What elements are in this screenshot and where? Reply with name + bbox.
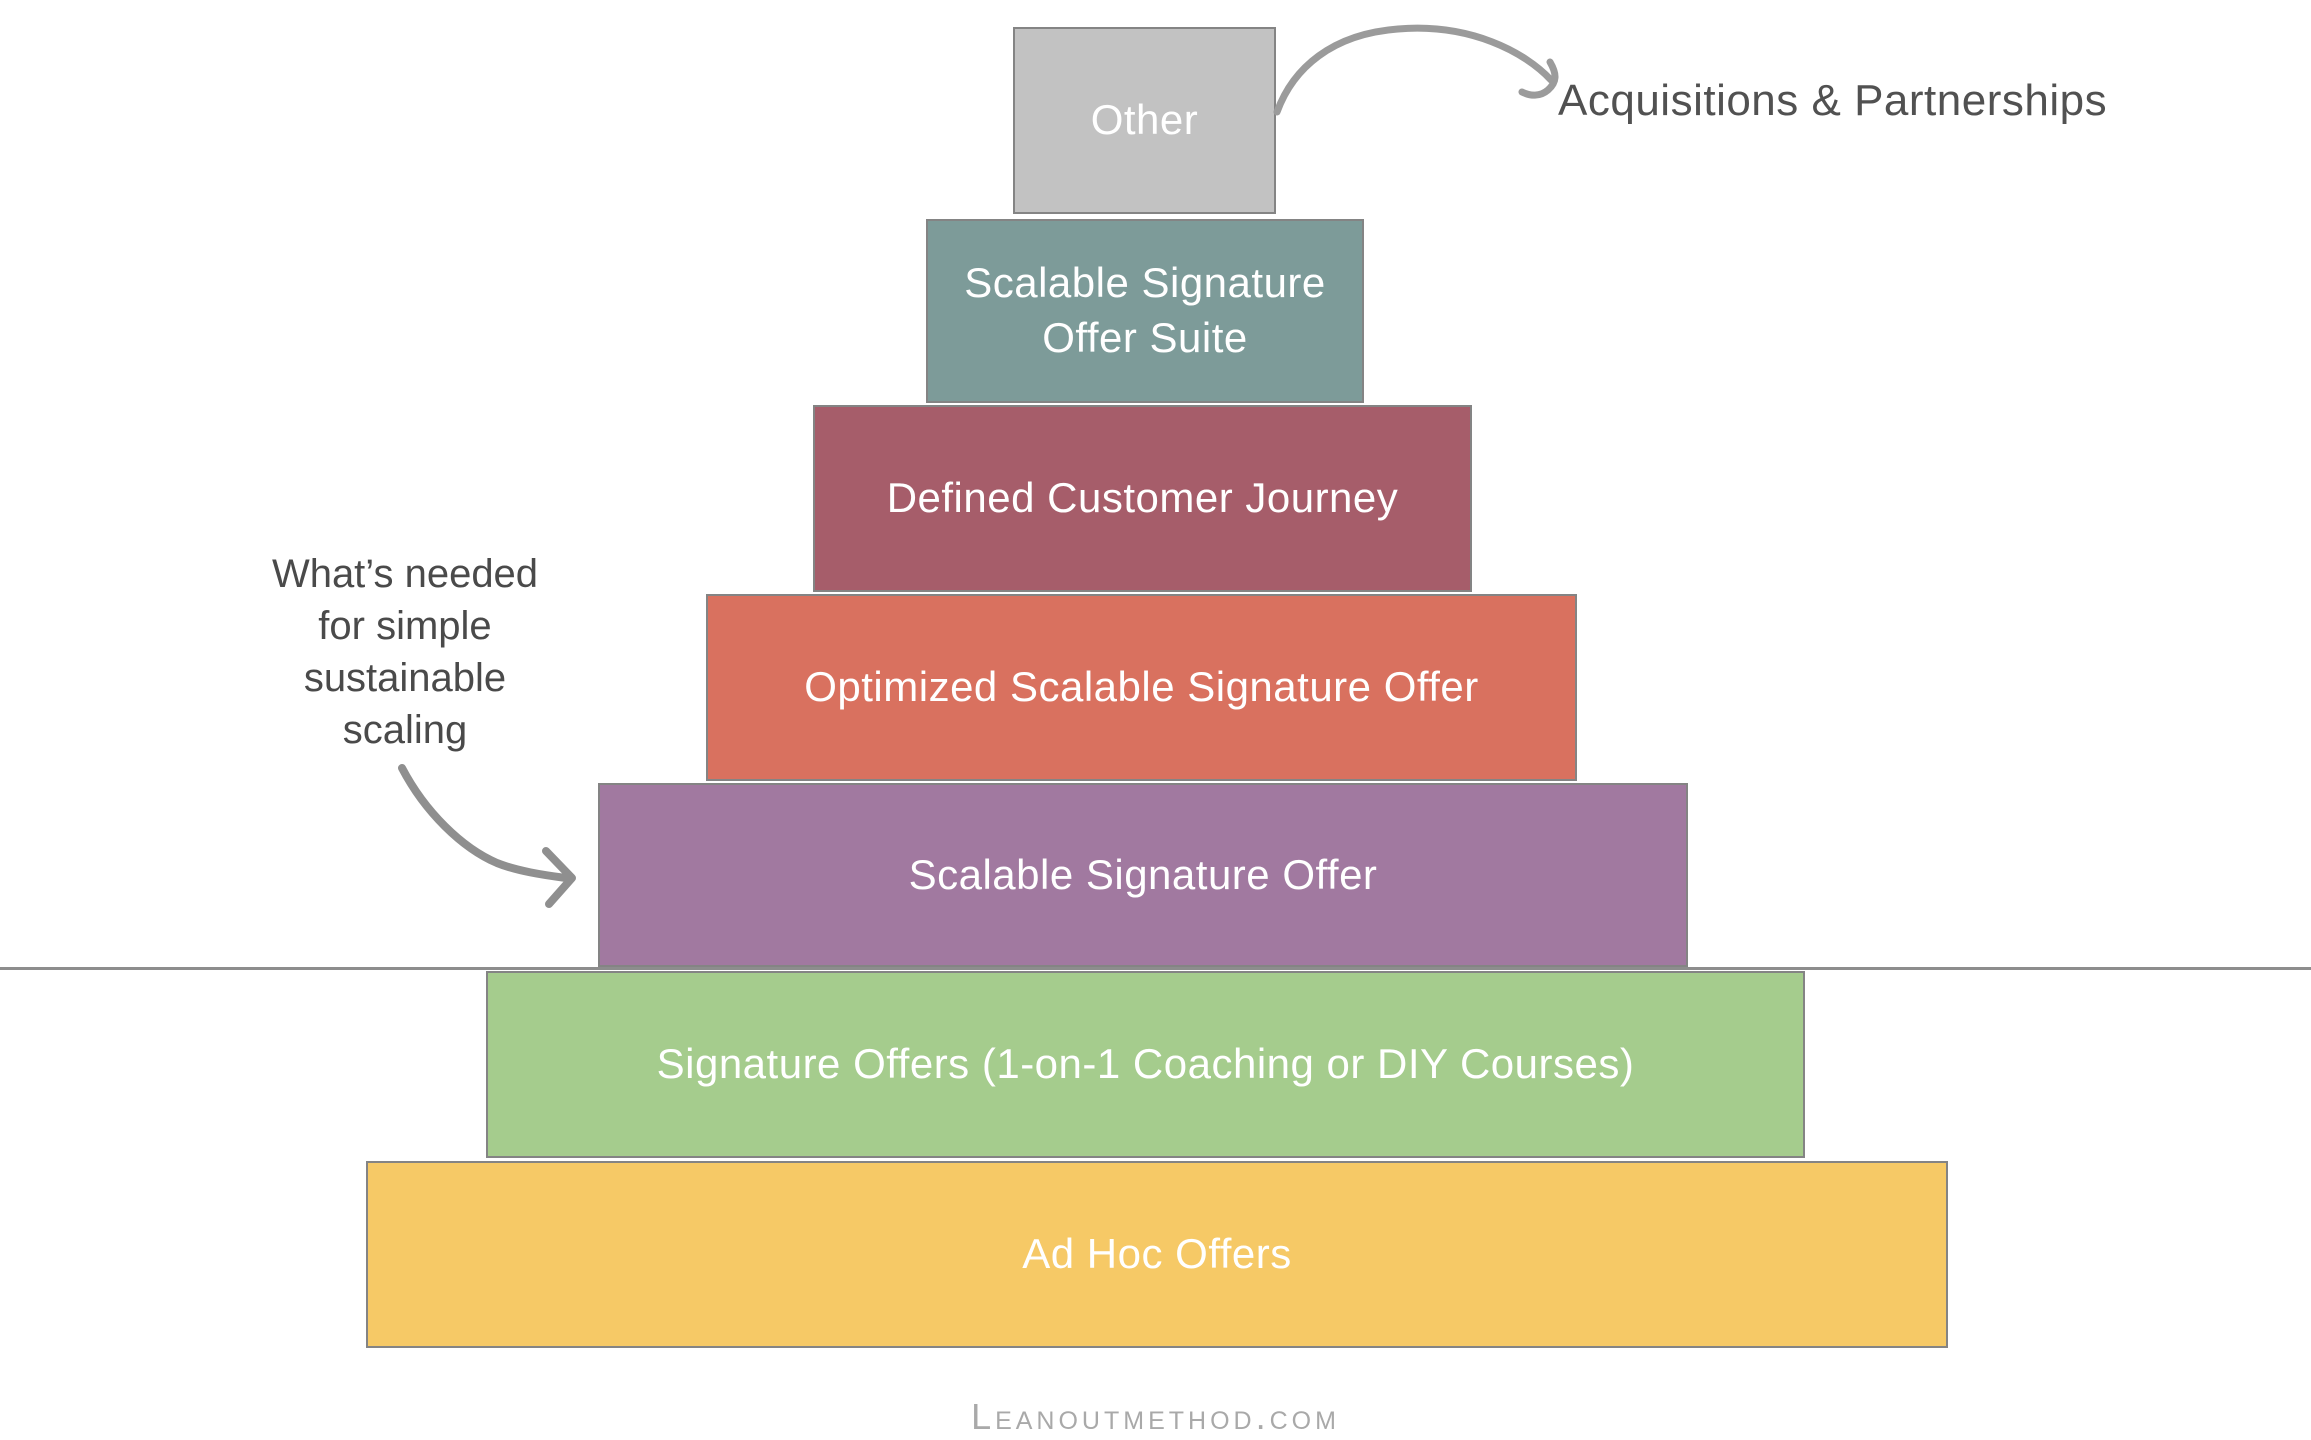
pyramid-level-other: Other bbox=[1013, 27, 1276, 214]
divider-line bbox=[0, 967, 2311, 970]
scaling-note-text: What’s needed for simple sustainable sca… bbox=[271, 552, 539, 752]
pyramid-level-scalable-signature-offer-suite: Scalable Signature Offer Suite bbox=[926, 219, 1364, 403]
pyramid-level-label: Signature Offers (1-on-1 Coaching or DIY… bbox=[656, 1040, 1635, 1088]
pyramid-level-label: Ad Hoc Offers bbox=[1022, 1230, 1292, 1278]
pyramid-level-signature-offers: Signature Offers (1-on-1 Coaching or DIY… bbox=[486, 971, 1805, 1158]
scaling-arrow-icon bbox=[398, 764, 576, 908]
pyramid-level-label: Optimized Scalable Signature Offer bbox=[804, 663, 1479, 711]
footer-watermark: Leanoutmethod.com bbox=[971, 1396, 1340, 1437]
pyramid-level-label: Scalable Signature Offer bbox=[908, 850, 1378, 898]
pyramid-level-label: Scalable Signature Offer Suite bbox=[964, 259, 1326, 361]
pyramid-level-label: Other bbox=[1090, 96, 1199, 144]
pyramid-level-label: Defined Customer Journey bbox=[886, 474, 1399, 522]
pyramid-level-optimized-scalable-signature-offer: Optimized Scalable Signature Offer bbox=[706, 594, 1577, 781]
acquisitions-callout-text: Acquisitions & Partnerships bbox=[1558, 76, 2108, 125]
pyramid-level-scalable-signature-offer: Scalable Signature Offer bbox=[598, 783, 1688, 967]
acquisitions-arrow-icon bbox=[1273, 24, 1559, 116]
pyramid-level-defined-customer-journey: Defined Customer Journey bbox=[813, 405, 1472, 592]
pyramid-level-ad-hoc-offers: Ad Hoc Offers bbox=[366, 1161, 1948, 1348]
